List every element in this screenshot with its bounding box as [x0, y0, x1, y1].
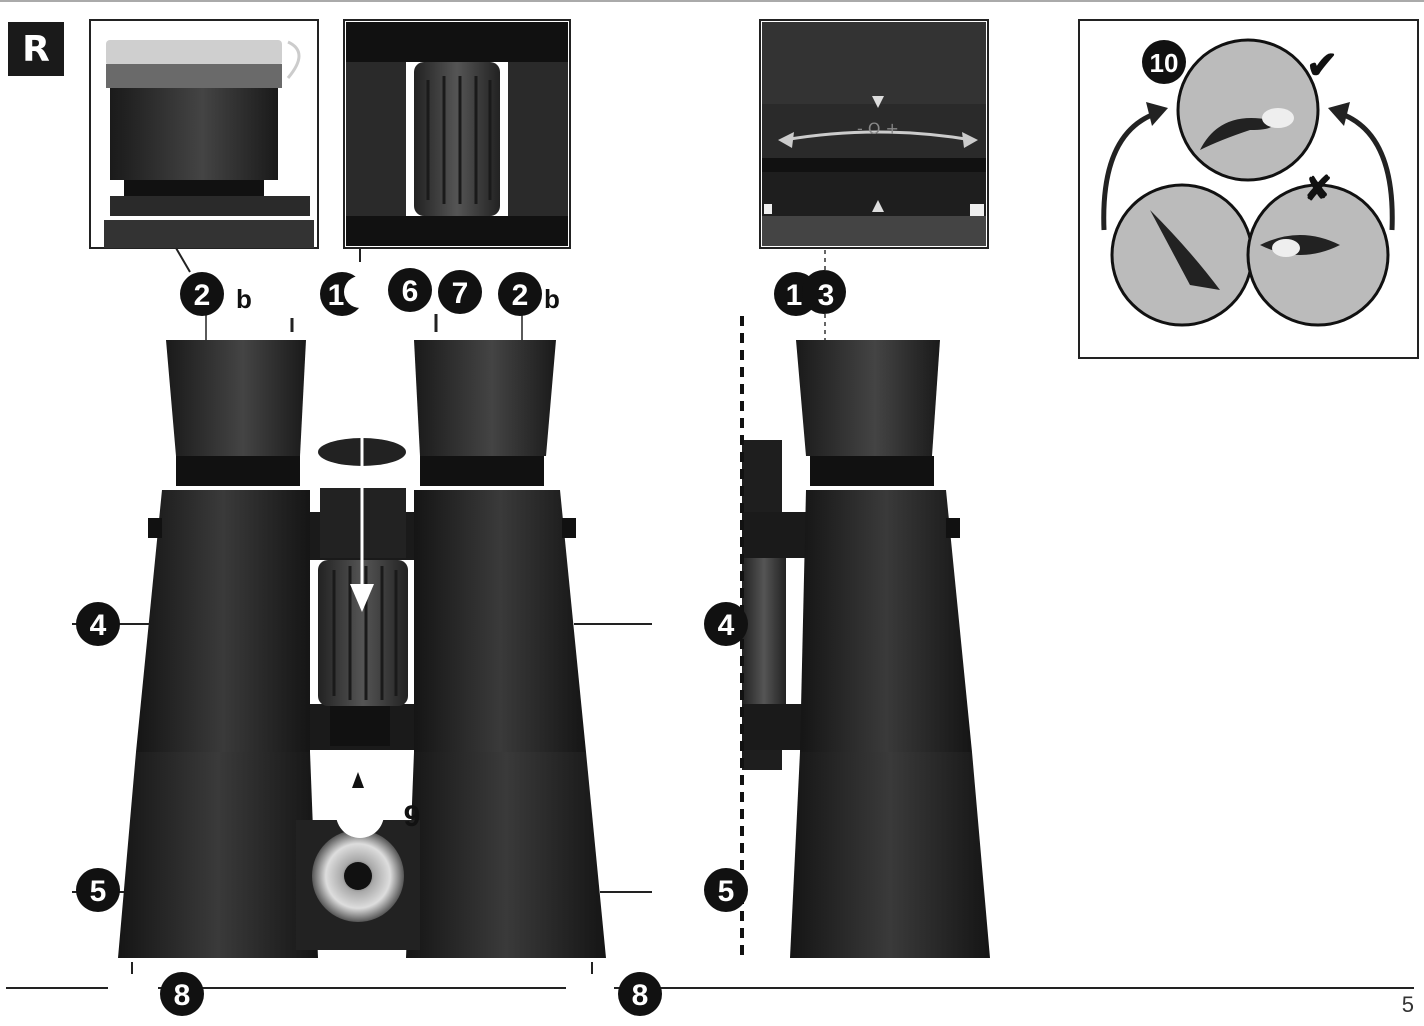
- svg-text:✔: ✔: [1306, 45, 1338, 87]
- wrong-mark-icon: ✘: [1304, 170, 1333, 208]
- callout-objective-front: 5: [76, 868, 120, 912]
- callout-7: 7: [438, 270, 482, 314]
- svg-text:10: 10: [1150, 48, 1179, 78]
- callout-body-side: 4: [704, 602, 748, 646]
- svg-text:1: 1: [328, 279, 345, 312]
- svg-text:9: 9: [404, 800, 421, 833]
- callout-width-front: 8: [160, 972, 204, 1016]
- callout-diopter: 1 3: [774, 270, 846, 316]
- binocular-side-view: [740, 316, 990, 960]
- svg-text:✘: ✘: [1304, 170, 1333, 208]
- callout-width-side: 8: [618, 972, 662, 1016]
- page-number: 5: [1401, 992, 1414, 1017]
- svg-text:2: 2: [512, 279, 529, 312]
- svg-text:- O +: - O +: [857, 119, 899, 138]
- image-alignment-inset: [1078, 19, 1419, 359]
- callout-objective-side: 5: [704, 868, 748, 912]
- svg-text:b: b: [236, 284, 252, 314]
- callout-6: 6: [388, 268, 432, 312]
- svg-text:4: 4: [90, 609, 107, 642]
- correct-mark-icon: ✔: [1306, 45, 1338, 87]
- callout-alignment: 10: [1150, 48, 1179, 78]
- svg-text:2: 2: [194, 279, 211, 312]
- callout-body-front: 4: [76, 602, 120, 646]
- svg-text:3: 3: [818, 279, 835, 312]
- svg-text:1: 1: [786, 279, 803, 312]
- svg-text:7: 7: [452, 277, 469, 310]
- callout-tripod-cap: 9: [336, 790, 420, 838]
- svg-text:8: 8: [632, 979, 649, 1012]
- focus-wheel-detail-inset: [343, 19, 571, 262]
- callout-eyecup-right: 2 b: [498, 272, 560, 316]
- svg-text:b: b: [544, 284, 560, 314]
- diopter-detail-inset: - O +: [759, 19, 989, 340]
- svg-text:5: 5: [718, 875, 735, 908]
- svg-text:8: 8: [174, 979, 191, 1012]
- svg-text:4: 4: [718, 609, 735, 642]
- section-letter-badge: R: [8, 22, 64, 76]
- svg-text:5: 5: [90, 875, 107, 908]
- callout-eyecup-left: 2 b: [180, 272, 252, 316]
- eyecup-detail-inset: [89, 19, 319, 273]
- callout-focus-wheel: 1: [320, 272, 376, 316]
- binocular-front-view: [118, 262, 606, 958]
- svg-text:6: 6: [402, 275, 419, 308]
